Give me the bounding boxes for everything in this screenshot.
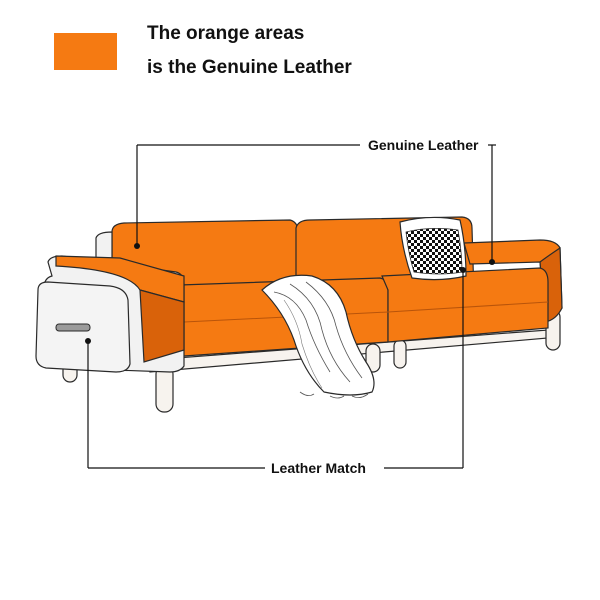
- left-armrest: [35, 255, 185, 373]
- houndstooth-pillow: [399, 216, 467, 281]
- seat-cushion-right: [381, 267, 549, 343]
- callout-leather-match: Leather Match: [268, 460, 369, 476]
- leader-dot-pillow: [460, 267, 466, 273]
- leader-dot-frame: [85, 338, 91, 344]
- leg-front-left: [155, 365, 174, 413]
- armrest-leather-top: [55, 255, 185, 303]
- legend-line-1: The orange areas: [147, 23, 305, 44]
- leader-dot-back: [134, 243, 140, 249]
- armrest-handle: [55, 323, 91, 332]
- leader-lines: [85, 144, 496, 469]
- legend-swatch: [54, 33, 117, 70]
- leg-center-back: [393, 339, 407, 369]
- leader-dot-armrest: [489, 259, 495, 265]
- leg-center: [365, 343, 381, 373]
- legend-line-2: is the Genuine Leather: [147, 57, 352, 78]
- right-armrest: [463, 239, 563, 323]
- throw-blanket: [261, 274, 375, 399]
- callout-genuine-leather: Genuine Leather: [365, 137, 482, 153]
